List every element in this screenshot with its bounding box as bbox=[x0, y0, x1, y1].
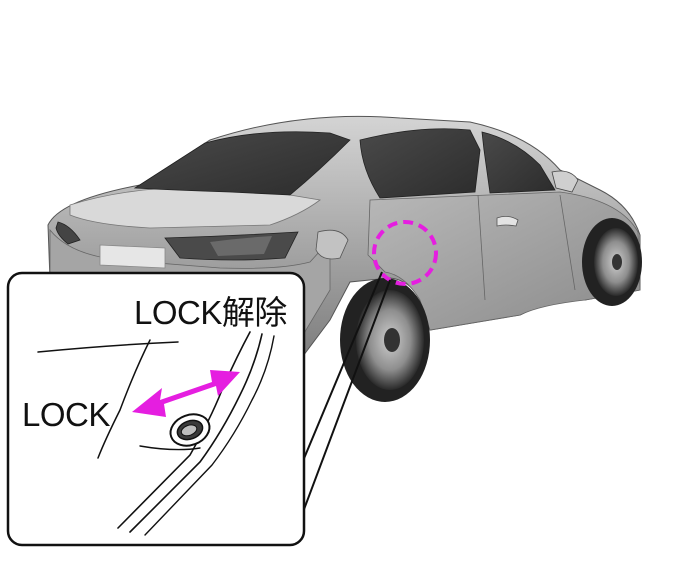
lock-label: LOCK bbox=[22, 396, 110, 433]
highlight-circle bbox=[372, 220, 438, 286]
front-wheel bbox=[582, 218, 642, 306]
double-headed-arrow-icon bbox=[132, 370, 240, 417]
callout-lines bbox=[299, 271, 391, 521]
unlock-label: LOCK解除 bbox=[134, 294, 287, 331]
lock-cylinder-icon bbox=[169, 413, 211, 447]
rear-wheel bbox=[340, 278, 430, 402]
